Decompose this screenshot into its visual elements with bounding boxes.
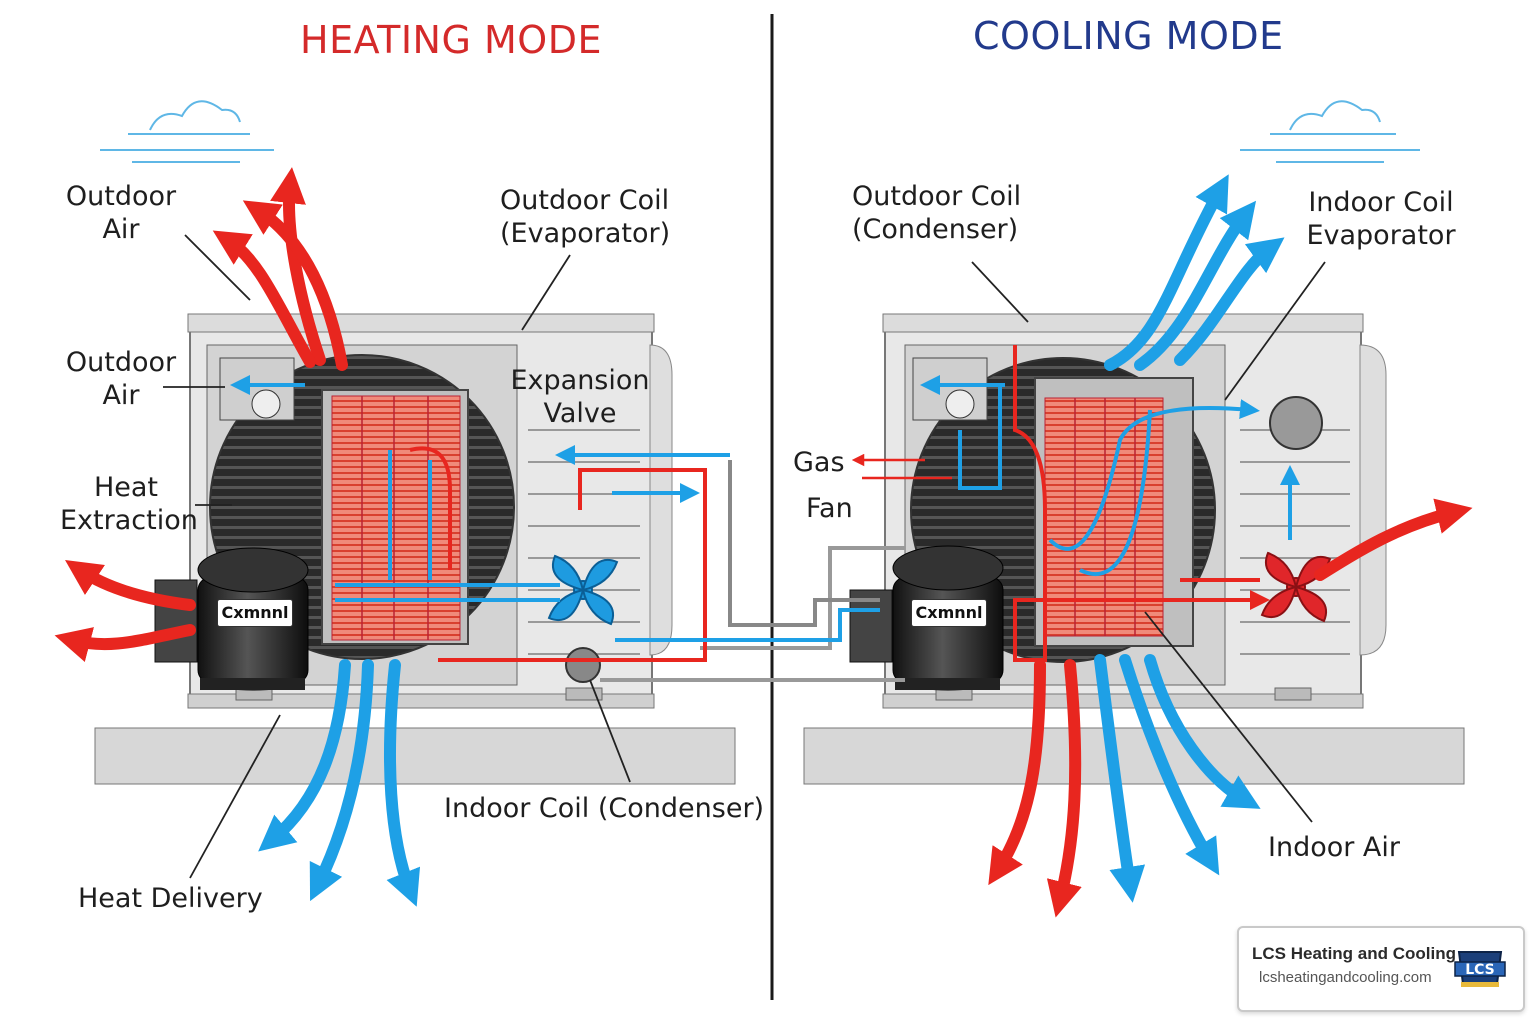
compressor-label: Cxmnnl [217, 599, 293, 627]
expansion-valve [1269, 396, 1323, 450]
outdoor-coil-label: Outdoor Coil(Evaporator) [500, 185, 671, 249]
company-logo-icon: LCS [1454, 951, 1506, 987]
outdoor-coil [331, 395, 461, 641]
brand-url[interactable]: lcsheatingandcooling.com [1259, 969, 1432, 986]
brand-name: LCS Heating and Cooling [1252, 944, 1456, 963]
fan-icon [547, 554, 619, 626]
fan-label: Fan [806, 493, 853, 524]
brand-badge[interactable]: LCS Heating and Cooling lcsheatingandcoo… [1237, 926, 1525, 1012]
refrigerant-lines [230, 345, 1300, 682]
cold-air-arrows [1094, 174, 1285, 903]
outdoor-coil [1044, 397, 1164, 637]
fan-icon [1260, 551, 1332, 623]
expansion-valve [565, 647, 601, 683]
gas-label: Gas [793, 447, 845, 478]
callout-lines [163, 234, 1326, 879]
compressor-label: Cxmnnl [911, 599, 987, 627]
ground-slab-right [803, 727, 1465, 785]
ground-slab-left [94, 727, 736, 785]
indoor-coil-label: Indoor Coil (Condenser) [444, 793, 765, 824]
hot-air-arrows [988, 498, 1473, 918]
cooling-mode-title: COOLING MODE [973, 14, 1284, 58]
cold-air-arrows [258, 659, 421, 907]
cooling-outdoor-unit [849, 313, 1387, 709]
logo-text: LCS [1465, 962, 1495, 978]
outdoor-coil-label: Outdoor Coil(Condenser) [852, 181, 1022, 245]
heating-mode-title: HEATING MODE [300, 18, 602, 62]
hot-air-arrows [54, 167, 348, 662]
heat-delivery-label: Heat Delivery [78, 883, 263, 914]
cloud-icon [1240, 100, 1420, 163]
cloud-icon [100, 100, 274, 163]
indoor-air-label: Indoor Air [1268, 832, 1401, 863]
